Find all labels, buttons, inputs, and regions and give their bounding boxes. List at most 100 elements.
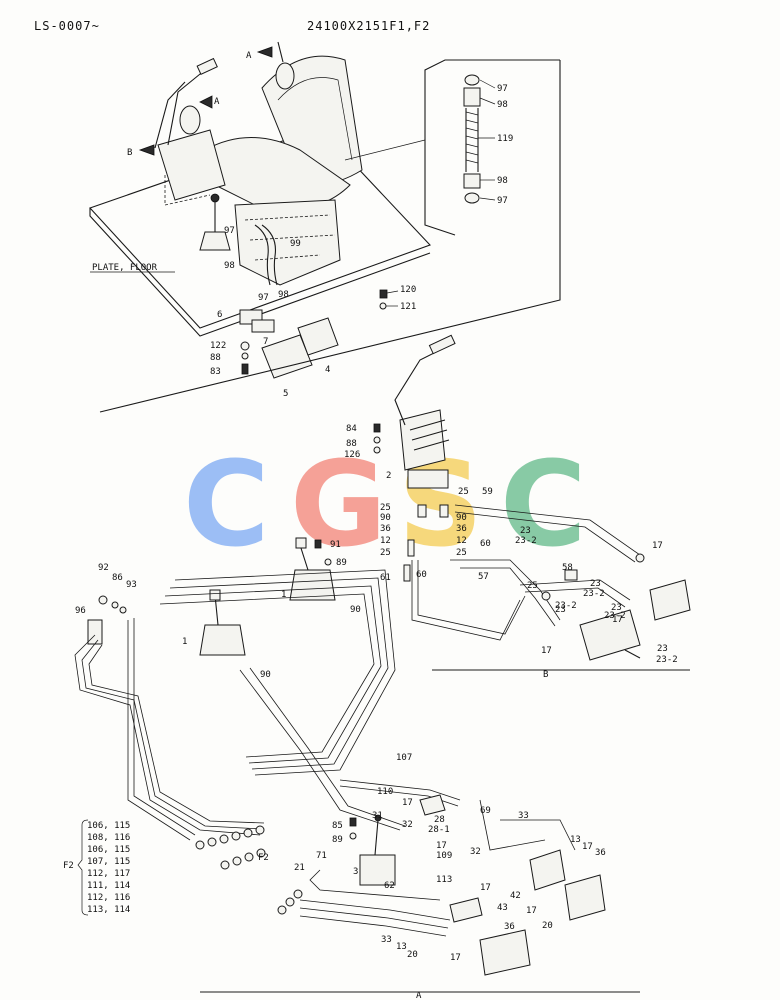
view-b-bottom-label: B [543,670,548,680]
seat-hose [254,224,271,286]
callout: 23-2 [583,589,605,599]
callout: 107 [396,753,412,763]
hose-end-9 [244,852,254,862]
callout: 97 [497,84,508,94]
washer-88b [373,436,381,444]
inset-leader [344,139,426,161]
f2-group-label-right: F2 [258,853,269,863]
callout: 6 [217,310,222,320]
control-valve-b-left [579,609,641,661]
callout: 43 [497,903,508,913]
joystick-right-stem [277,41,284,63]
control-valve-a-lower [479,929,531,976]
pipe-bundle-5 [169,577,389,770]
callout: 28 [434,815,445,825]
callout: 59 [482,487,493,497]
pedal-2 [399,409,446,471]
f2-list: 106, 115 108, 116 106, 115 107, 115 112,… [87,821,130,915]
fitting-25-right [439,504,449,518]
watermark-letter-g: G [290,435,387,573]
pipe-lower-2 [299,907,449,929]
callout: 99 [290,239,301,249]
valve-block-5 [261,334,313,379]
washer-89a [324,558,332,566]
pedal-lever-grip [428,334,456,355]
seat-base [234,199,341,286]
callout: 97 [258,293,269,303]
callout: 36 [456,524,467,534]
callout: 32 [402,820,413,830]
callout: 23-2 [656,655,678,665]
callout: 23 [555,605,566,615]
left-lever-2 [154,81,186,149]
callout: 13 [570,835,581,845]
callout: 12 [380,536,391,546]
callout: 23 [611,603,622,613]
seat-base-hidden-lines [244,214,336,261]
callout: 42 [510,891,521,901]
washer-126 [373,446,381,454]
callout: 23-2 [515,536,537,546]
pipe-lower-3 [299,915,447,937]
callout: 23-2 [555,601,577,611]
callout: 88 [346,439,357,449]
fitting-17a [635,553,645,563]
seat-back-contour [277,77,353,161]
fitting-60a [407,539,415,557]
callout: 120 [400,285,416,295]
callout: 126 [344,450,360,460]
hose-end-4 [231,831,241,841]
washer-88 [241,352,249,360]
callout: 57 [478,572,489,582]
callout: 17 [436,841,447,851]
joystick-right [275,62,295,90]
pipe-bundle-1 [74,634,261,836]
callout: 5 [283,389,288,399]
inset-cap-97b [464,192,480,204]
pedal-valve [407,469,449,489]
header-model-code: 24100X2151F1,F2 [307,19,430,33]
f2-list-item: 108, 116 [87,833,130,843]
callout: 25 [380,503,391,513]
pipe-bundle-8 [127,620,191,841]
washer-89b [349,832,357,840]
pipe-59 [454,504,641,556]
bolt-84 [373,423,381,433]
hose-end-1 [195,840,205,850]
callout: 4 [325,365,330,375]
callout: 83 [210,367,221,377]
pipe-bundle-11 [249,667,406,827]
callout: 17 [612,615,623,625]
callout: 1 [182,637,187,647]
fitting-23e [624,649,641,659]
pipe-23b [524,587,626,608]
seat-assembly-view: PLATE, FLOOR A A B [89,41,561,413]
f2-list-item: 106, 115 [87,845,130,855]
joystick-1-upper-stem [299,544,309,571]
callout: 58 [562,563,573,573]
joystick-3-knob [374,814,382,822]
callout: 90 [260,670,271,680]
callout: 88 [210,353,221,363]
callout: 98 [497,100,508,110]
callout: 17 [541,646,552,656]
control-valve-a-right [564,874,606,921]
callout: 25 [527,581,538,591]
hose-end-10 [256,848,266,858]
left-lever [167,69,206,146]
callout: 23 [520,526,531,536]
f2-list-item: 112, 117 [87,869,130,879]
view-a-label-top: A [246,51,252,61]
joystick-1-lower [199,624,246,656]
callout: 69 [480,806,491,816]
pedal-tread [409,419,450,451]
callout: 90 [350,605,361,615]
arrow-a-left [199,95,213,109]
callout: 90 [380,513,391,523]
callout: 96 [75,606,86,616]
pipe-60 [450,559,561,621]
pipe-59b [454,511,636,563]
left-console [157,129,226,201]
watermark-letter-c1: C [183,435,270,573]
inset-hose-corrugation [465,111,479,164]
